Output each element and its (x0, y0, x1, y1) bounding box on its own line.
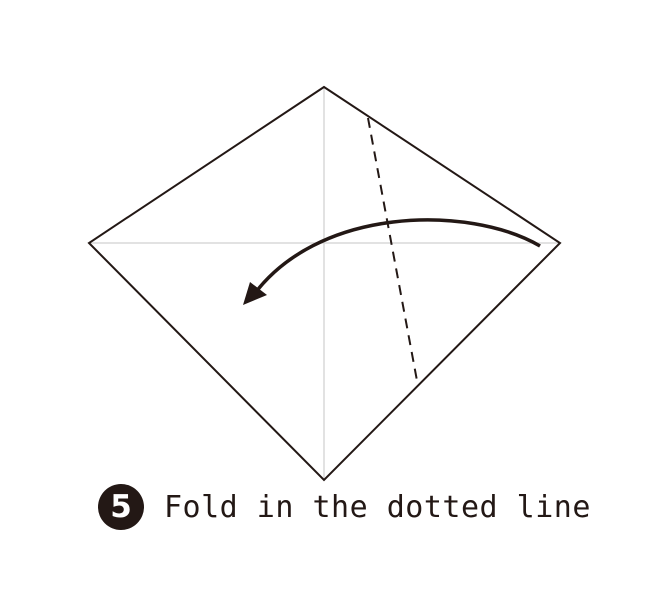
step-number: 5 (110, 488, 132, 525)
fold-direction-arrow (248, 218, 541, 301)
step-instruction: Fold in the dotted line (164, 489, 591, 525)
fold-dotted-line (367, 117, 419, 387)
arrowhead-icon (243, 282, 267, 305)
step-number-badge: 5 (98, 484, 144, 530)
step-caption: 5 Fold in the dotted line (98, 484, 591, 530)
paper-square (87, 85, 562, 482)
